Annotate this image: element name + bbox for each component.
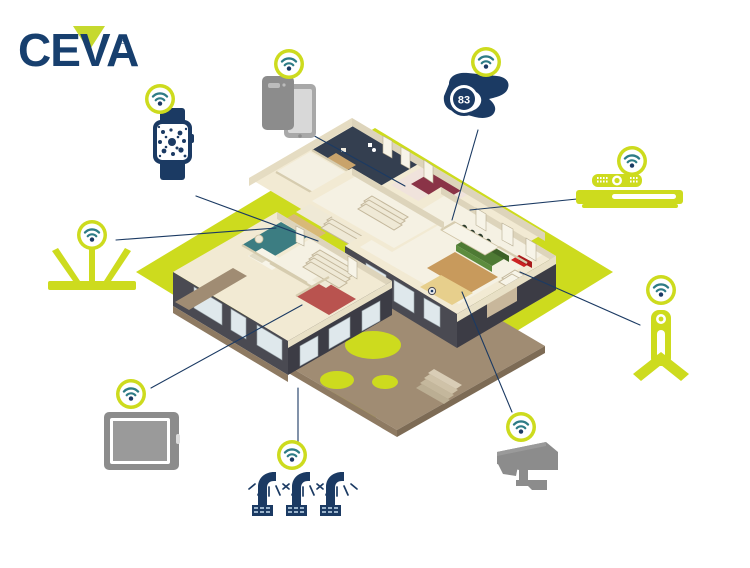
house-center-block (300, 168, 444, 252)
connector-smartwatch (195, 195, 319, 242)
connector-smartphone (308, 132, 406, 187)
connector-wifi-router (115, 227, 277, 241)
watch-face-dots (157, 125, 188, 158)
device-street-lights[interactable] (248, 472, 358, 516)
wifi-badge-assistant[interactable] (646, 275, 676, 305)
wifi-badges (77, 47, 676, 470)
device-tablet[interactable] (104, 412, 180, 470)
device-set-top-box[interactable] (576, 174, 683, 208)
logo-registered-mark: ® (119, 36, 127, 47)
logo-triangle-icon (73, 26, 105, 51)
device-security-camera[interactable] (497, 442, 558, 490)
wifi-badge-security-camera[interactable] (506, 412, 536, 442)
logo-wordmark: CEVA (18, 24, 138, 76)
connector-assistant (519, 271, 641, 326)
wifi-badge-smartphone[interactable] (274, 49, 304, 79)
thermostat-reading: 83 (458, 95, 470, 107)
wifi-badge-thermostat[interactable] (471, 47, 501, 77)
device-thermostat[interactable]: 83 (443, 72, 509, 118)
wifi-badge-street-lights[interactable] (277, 440, 307, 470)
device-smartphone[interactable] (262, 76, 316, 138)
wifi-badge-smartwatch[interactable] (145, 84, 175, 114)
connector-set-top-box (469, 198, 578, 211)
wifi-badge-tablet[interactable] (116, 379, 146, 409)
device-assistant[interactable] (633, 310, 689, 381)
device-smartwatch[interactable] (153, 108, 194, 180)
connector-thermostat (451, 129, 479, 221)
wifi-badge-set-top-box[interactable] (617, 146, 647, 176)
connector-security-camera (461, 291, 513, 413)
brand-logo: CEVA ® (18, 24, 139, 76)
device-wifi-router[interactable] (48, 248, 136, 290)
connector-tablet (150, 304, 303, 389)
connector-lines (115, 129, 641, 445)
house-west-wing (173, 212, 392, 382)
wifi-badge-wifi-router[interactable] (77, 220, 107, 250)
